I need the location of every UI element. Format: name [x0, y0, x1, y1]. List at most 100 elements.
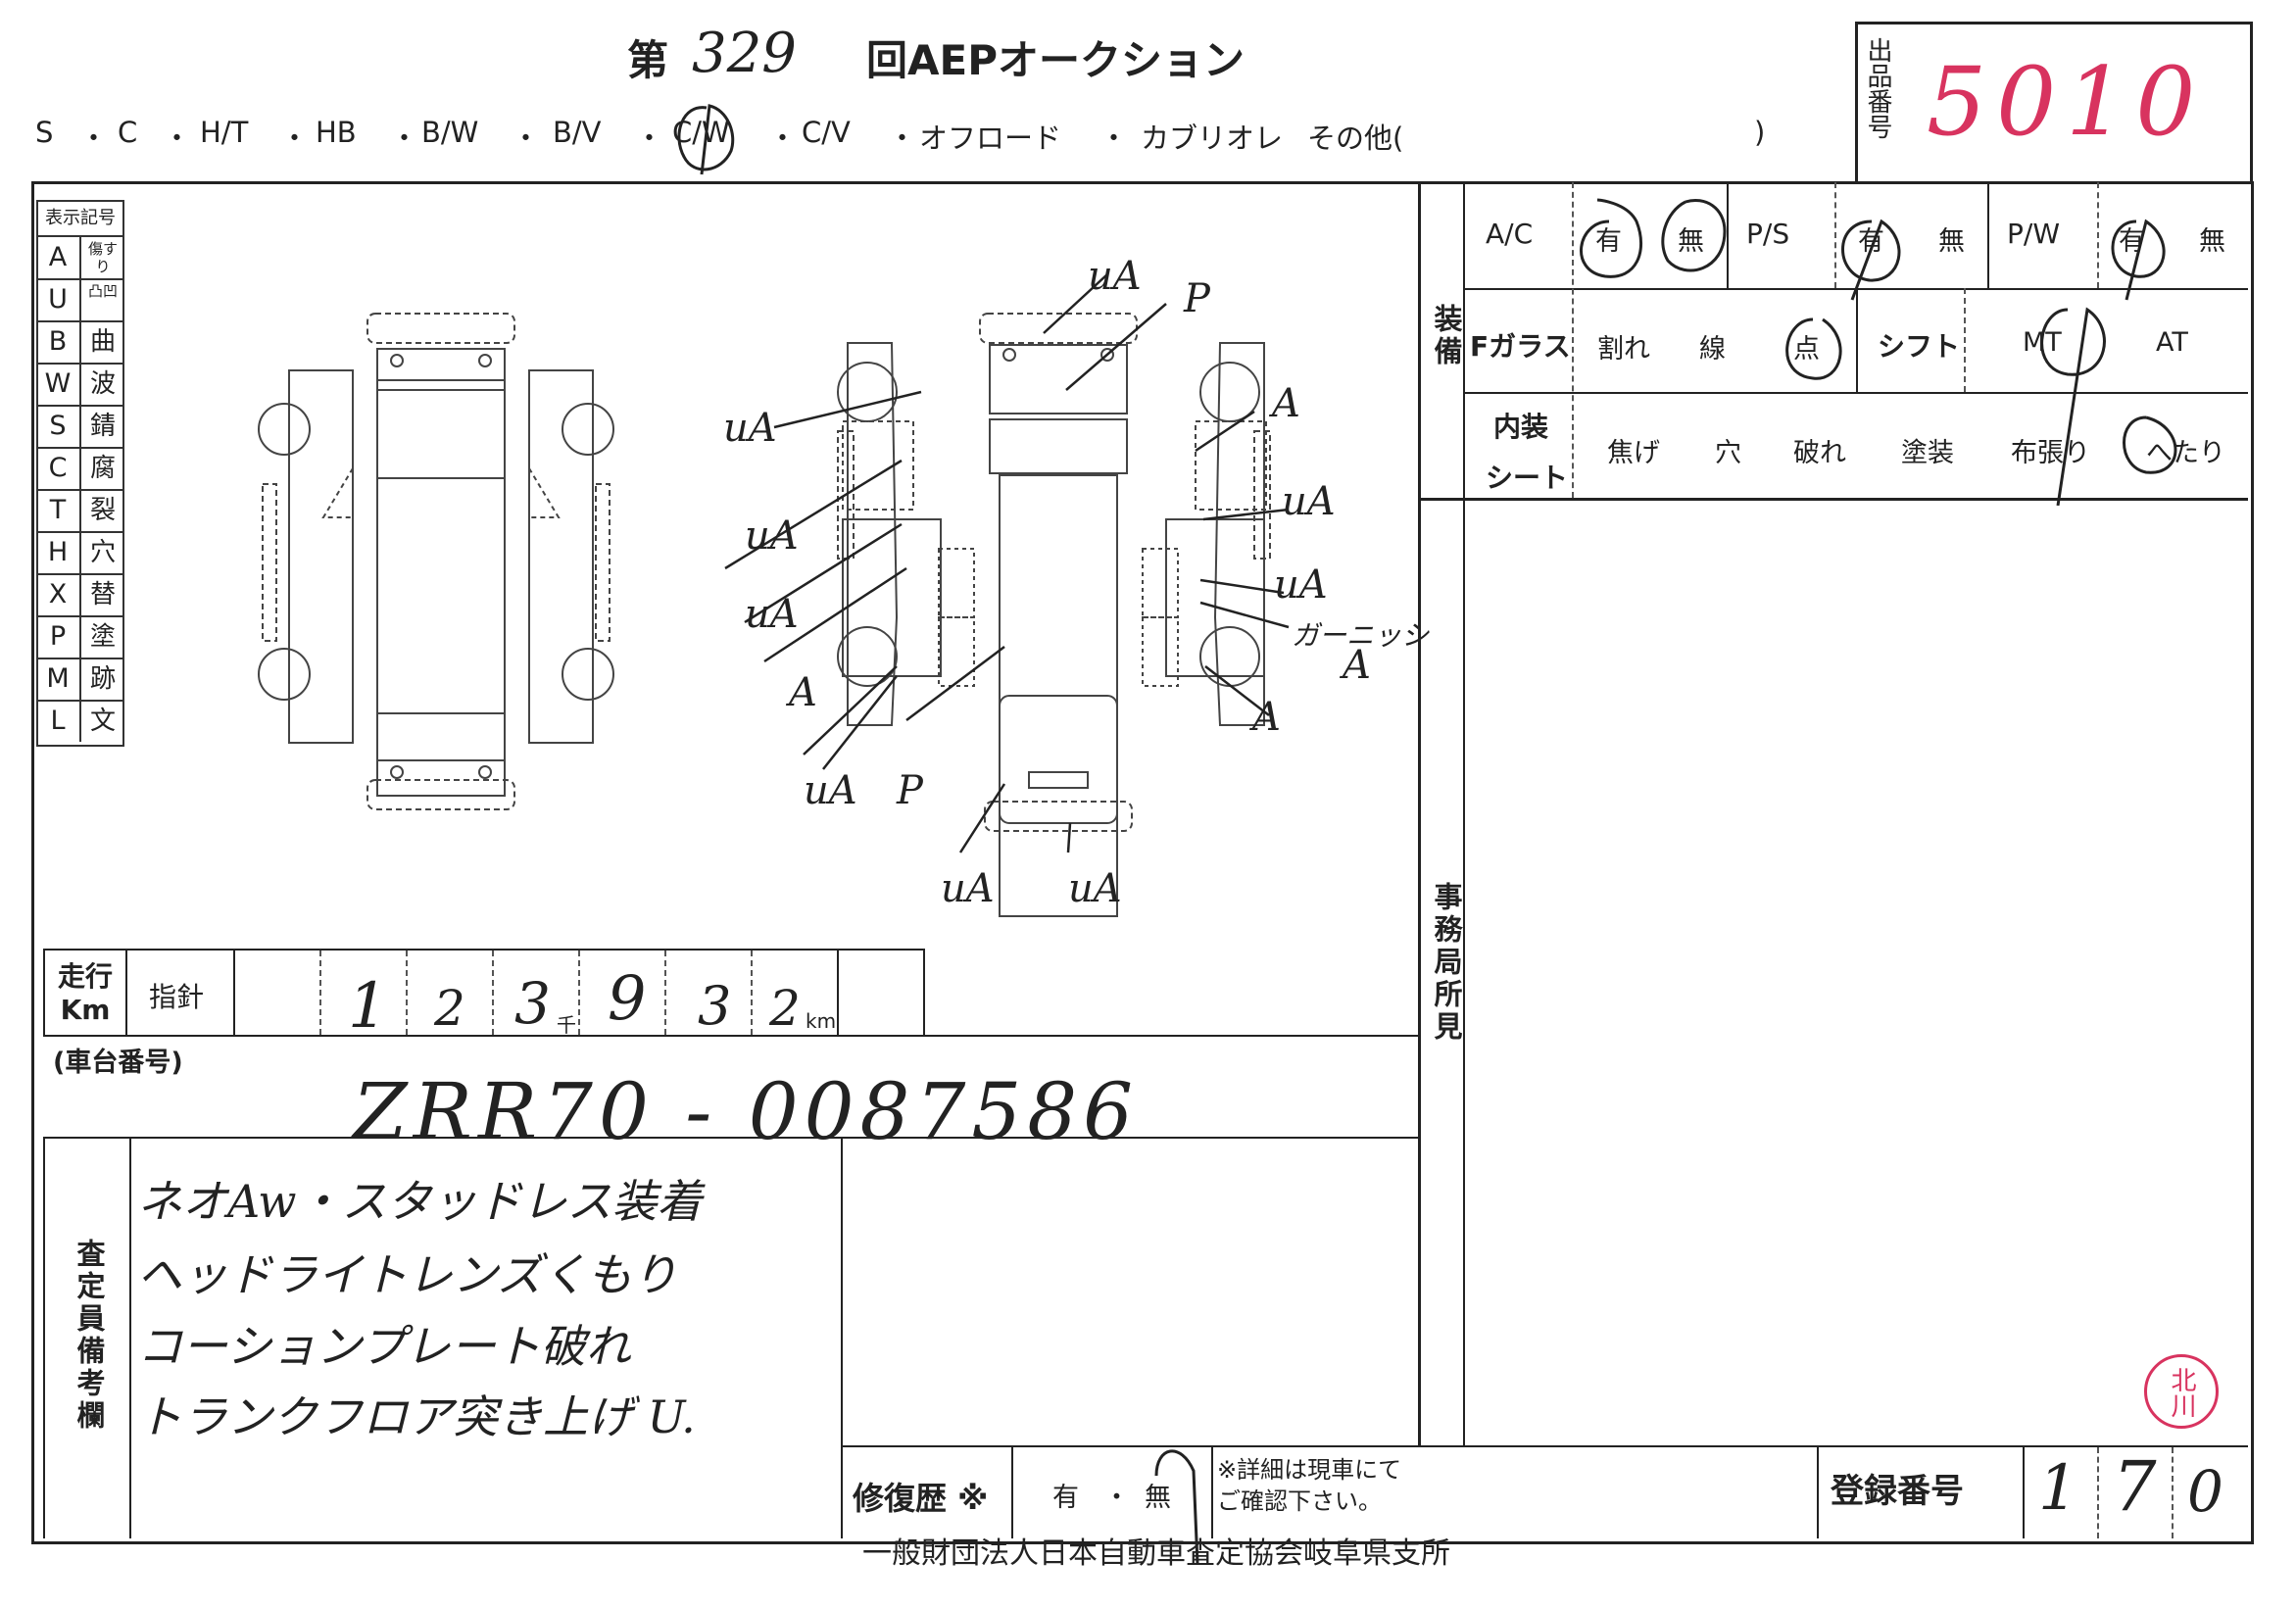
- body-type-sep: ・: [280, 122, 310, 155]
- legend-meaning: 裂: [79, 490, 124, 531]
- inspector-stamp-text: 北川: [2167, 1367, 2196, 1418]
- damage-mark: uA: [941, 866, 995, 911]
- legend-meaning: 穴: [79, 532, 124, 573]
- damage-mark: uA: [1282, 479, 1336, 524]
- body-type-sep: ・: [512, 122, 541, 155]
- legend-code: A: [48, 242, 68, 272]
- auction-title: 回AEPオークション: [866, 36, 1245, 84]
- shift-option: MT: [2023, 327, 2062, 358]
- interior-option: 焦げ: [1607, 438, 1660, 468]
- damage-mark: A: [785, 670, 817, 715]
- inspector-note-line: コーションプレート破れ: [137, 1320, 631, 1373]
- body-type-bv: B/V: [553, 116, 602, 149]
- mileage-digit: 9: [608, 962, 647, 1034]
- body-type-sep: ・: [163, 122, 192, 155]
- legend-code: U: [48, 284, 68, 315]
- auction-number: 329: [692, 22, 797, 85]
- damage-mark: uA: [745, 592, 799, 637]
- legend-meaning: 凸凹: [79, 279, 124, 320]
- body-type-cabriolet: カブリオレ: [1141, 122, 1284, 155]
- repair-no: 無: [1145, 1483, 1171, 1513]
- ac-label: A/C: [1486, 218, 1534, 250]
- shift-option: AT: [2156, 327, 2188, 358]
- body-type-bw: B/W: [421, 116, 479, 149]
- office-remarks-label: 事務局所見: [1430, 882, 1463, 1044]
- legend-meaning: 跡: [79, 658, 124, 700]
- fglass-option: 点: [1793, 334, 1820, 365]
- sheet-frame: [31, 181, 2254, 1544]
- repair-yes: 有: [1052, 1483, 1079, 1513]
- body-type-c: C: [118, 116, 138, 149]
- mileage-km-unit: km: [806, 1009, 837, 1033]
- registration-label: 登録番号: [1831, 1472, 1964, 1511]
- body-type-offroad: オフロード: [919, 122, 1062, 155]
- registration-digit: 7: [2113, 1446, 2157, 1527]
- inspector-note-line: ヘッドライトレンズくもり: [137, 1248, 678, 1301]
- repair-history-note: ※詳細は現車にてご確認下さい。: [1217, 1456, 1402, 1515]
- legend-meaning: 塗: [79, 616, 124, 658]
- mileage-digit: 3: [698, 975, 732, 1037]
- legend-code: P: [49, 621, 67, 652]
- body-type-sep: ・: [1099, 122, 1129, 155]
- inspector-notes-label: 査定員備考欄: [73, 1239, 106, 1433]
- mileage-digit: 2: [769, 980, 801, 1037]
- repair-history-label: 修復歴 ※: [853, 1480, 989, 1517]
- body-type-row: S ・ C ・ H/T ・ HB ・ B/W ・ B/V ・ C/W ・ C/V…: [35, 116, 1780, 159]
- legend-code: B: [48, 326, 68, 357]
- mileage-digit: 2: [434, 980, 465, 1037]
- listing-box: [1855, 22, 2253, 181]
- legend-row: U 凸凹: [38, 279, 122, 322]
- legend-meaning: 曲: [79, 321, 124, 363]
- chassis-label: (車台番号): [53, 1048, 183, 1078]
- damage-mark: A: [1268, 381, 1300, 426]
- inspector-note-line: トランクフロア突き上げ U.: [137, 1390, 696, 1443]
- interior-seat-label: シート: [1486, 462, 1569, 494]
- pw-label: P/W: [2007, 218, 2061, 250]
- mileage-digit: 1: [348, 970, 388, 1043]
- legend-title: 表示記号: [38, 202, 122, 237]
- fglass-option: 線: [1699, 334, 1726, 365]
- body-type-sep: ・: [888, 122, 917, 155]
- legend-code: L: [50, 706, 66, 736]
- car-diagram-right: uA P uA A uA uA uA uA ガーニッシュ A A A uA P …: [723, 254, 1431, 917]
- cw-circle-mark: [677, 104, 735, 175]
- legend-code: T: [49, 495, 67, 525]
- mileage-label: 走行Km: [57, 960, 113, 1026]
- body-type-cv: C/V: [802, 116, 851, 149]
- legend-meaning: 替: [79, 574, 124, 615]
- inspector-note-line: ネオAw・スタッドレス装着: [137, 1175, 703, 1228]
- footer-organization: 一般財団法人日本自動車査定協会岐阜県支所: [862, 1536, 1450, 1571]
- damage-mark: uA: [1088, 254, 1142, 299]
- damage-mark: ガーニッシュ: [1292, 619, 1431, 652]
- ac-no: 無: [2199, 226, 2225, 257]
- damage-mark: P: [1183, 276, 1211, 321]
- interior-option: へたり: [2146, 438, 2225, 468]
- legend-code: H: [47, 537, 69, 567]
- equipment-check-marks: [1580, 198, 2177, 506]
- damage-mark: A: [1248, 695, 1281, 740]
- interior-option: 布張り: [2011, 438, 2090, 468]
- ac-yes: 有: [1595, 226, 1622, 257]
- inspector-stamp: 北川: [2144, 1354, 2219, 1429]
- mileage-pointer-label: 指針: [149, 981, 205, 1013]
- legend-code: C: [48, 453, 68, 483]
- damage-mark: uA: [804, 768, 857, 813]
- body-type-s: S: [35, 116, 54, 149]
- legend-code: M: [46, 663, 70, 694]
- fglass-label: Fガラス: [1470, 330, 1571, 363]
- body-type-ht: H/T: [200, 116, 249, 149]
- legend-meaning: 文: [79, 701, 124, 742]
- body-type-other: その他(: [1307, 122, 1404, 155]
- legend-meaning: 錆: [79, 406, 124, 447]
- listing-number: 5010: [1927, 47, 2206, 157]
- interior-label: 内装: [1493, 411, 1549, 443]
- damage-mark: A: [1339, 643, 1371, 688]
